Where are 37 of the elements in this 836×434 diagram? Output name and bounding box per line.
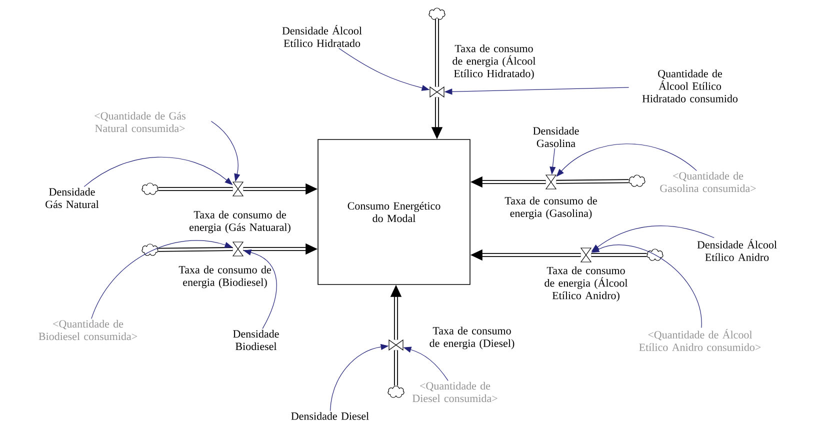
cloud-symbol [142,244,158,256]
valve-symbol [545,174,557,190]
rate-label: Taxa de consumo de energia (Gasolina) [504,196,597,220]
flow-pipe [158,187,233,191]
variable-label: <Quantidade de Gasolina consumida> [660,172,756,192]
valve-symbol [388,339,404,351]
cloud-symbol [628,174,646,187]
valve-symbol [232,242,244,256]
rate-label: Taxa de consumo de energia (Gás Natuaral) [190,210,290,234]
rate-label: Taxa de consumo de energia (Álcool Etílico Anidro) [544,266,628,302]
flow-pipe [435,18,439,87]
flow-pipe [158,247,233,252]
variable-label: <Quantidade de Biodiesel consumida> [38,320,138,340]
variable-label: <Quantidade de Gás Natural consumida> [94,112,186,132]
variable-label: Densidade Álcool Etílico Anidro [697,238,777,262]
rate-label: Taxa de consumo de energia (Álcool Etílico Hidratado) [452,44,536,80]
flow-pipe [556,179,629,184]
variable-label: Densidade Gás Natural [46,188,99,208]
variable-label: Densidade Diesel [291,412,369,420]
rate-label: Taxa de consumo de energia (Diesel) [430,326,514,350]
variable-label: <Quantidade de Diesel consumida> [412,382,498,402]
variable-label: Densidade Gasolina [533,126,579,148]
variable-label: Densidade Biodiesel [233,330,279,350]
flow-pipe [394,350,398,386]
variable-label: <Quantidade de Álcool Etílico Anidro consumido> [639,328,761,352]
valve-symbol [580,248,592,262]
flow-pipe [591,253,647,257]
cloud-symbol [646,248,664,261]
rate-label: Taxa de consumo de energia (Biodiesel) [178,266,271,288]
stock-box: Consumo Energético do Modal [318,139,470,285]
variable-label: Densidade Álcool Etílico Hidratado [282,25,362,48]
valve-symbol [232,182,244,196]
variable-label: Quantidade de Álcool Etílico Hidratado consumido [642,70,738,102]
cloud-symbol [388,386,404,398]
valve-symbol [430,86,444,98]
cloud-symbol [142,182,158,195]
cloud-symbol [428,8,446,20]
